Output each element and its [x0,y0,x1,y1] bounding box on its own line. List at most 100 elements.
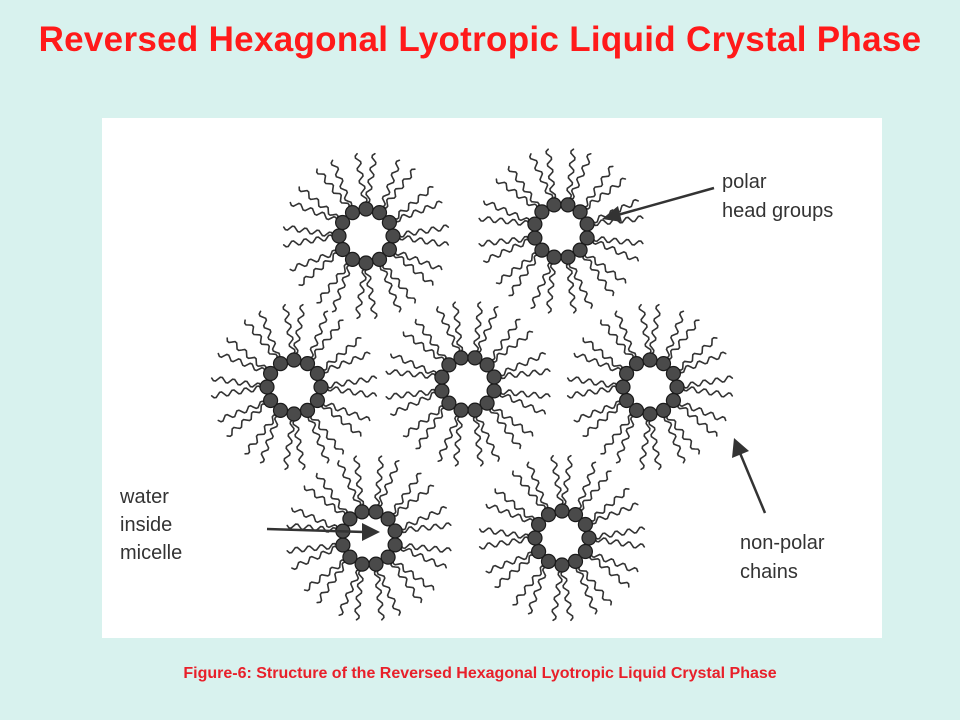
nonpolar-chain [528,153,554,201]
nonpolar-chain [394,250,443,271]
nonpolar-chain [494,554,535,589]
nonpolar-chain [664,310,685,359]
nonpolar-chain [584,177,627,210]
nonpolar-chain [415,407,447,450]
nonpolar-chain [666,414,701,455]
nonpolar-chain [308,310,329,359]
nonpolar-chain [307,415,330,464]
polar-head-group [669,379,685,395]
polar-head-arrowhead [602,206,622,222]
nonpolar-chain [566,385,618,399]
polar-head-group [434,383,450,399]
polar-head-group [642,352,658,368]
polar-head-group [581,530,597,546]
nonpolar-chain [615,415,636,464]
nonpolar-chain [485,503,534,524]
nonpolar-chain [573,352,622,373]
nonpolar-chain [382,263,417,304]
label-polar: polar [722,171,767,193]
polar-head-group [331,228,347,244]
nonpolar-chain-arrow-line [738,452,767,514]
nonpolar-chain [578,565,613,606]
nonpolar-chain [321,336,362,371]
nonpolar-chain [293,303,305,355]
nonpolar-chain [217,400,266,423]
nonpolar-chain [599,319,634,360]
micelle [478,148,644,314]
nonpolar-chain [226,337,267,371]
nonpolar-chain [478,235,530,247]
nonpolar-chain [355,268,367,320]
nonpolar-chain [582,165,614,208]
polar-head-group [272,402,289,418]
polar-head-group [342,511,358,527]
micelle [282,152,450,320]
nonpolar-chain [402,331,445,363]
nonpolar-chain [365,152,377,204]
polar-head-group [259,379,275,395]
polar-head-group [381,214,397,231]
nonpolar-chain [303,485,346,517]
nonpolar-chain [527,566,548,615]
nonpolar-chain [578,470,612,511]
nonpolar-chain [566,376,618,388]
polar-head-group [354,504,370,520]
polar-head-group [618,365,635,382]
nonpolar-chain [582,337,623,371]
nonpolar-chain [485,551,534,574]
polar-head-group [441,395,457,411]
polar-head-group [554,503,570,519]
nonpolar-chain [331,264,352,313]
nonpolar-chain [575,566,598,615]
nonpolar-chain [292,419,306,471]
polar-head-group [665,392,682,409]
polar-head-group [655,356,672,372]
polar-head-group [534,204,550,220]
micelle [385,301,551,467]
nonpolar-chain [568,261,594,309]
polar-head-group [313,379,329,395]
polar-head-group [577,543,593,560]
nonpolar-chain [390,391,438,417]
polar-head-group [527,230,543,246]
nonpolar-chain [589,554,630,588]
nonpolar-chain [402,405,445,438]
label-inside: inside [120,514,172,536]
polar-head-group [665,365,682,382]
nonpolar-chain [393,185,434,220]
nonpolar-chain [338,568,361,616]
nonpolar-chain [244,414,278,455]
nonpolar-chain [561,454,573,506]
nonpolar-chain [336,460,362,508]
polar-head-group [615,379,631,395]
nonpolar-chain [353,455,365,507]
polar-head-group [560,249,576,265]
polar-head-group [546,197,562,213]
nonpolar-chain [508,254,540,297]
nonpolar-chain [499,389,551,399]
arrow-group [266,186,767,541]
polar-head-group [531,543,547,560]
label-chains: chains [740,561,798,583]
polar-head-group [527,216,543,232]
polar-head-group [579,216,595,232]
nonpolar-chain [326,386,378,398]
polar-head-group [286,406,302,422]
nonpolar-chain [614,310,637,359]
polar-head-group [479,395,495,411]
nonpolar-chain [600,414,634,455]
nonpolar-chain [491,330,534,363]
nonpolar-chain [582,403,623,438]
polar-head-group [299,402,316,418]
polar-head-group [335,537,351,553]
nonpolar-chain [576,461,597,510]
polar-head-group [385,228,401,244]
nonpolar-chain [385,369,437,379]
nonpolar-chain [282,303,296,355]
nonpolar-chain [315,168,350,209]
nonpolar-chain [217,352,266,373]
polar-head-group [368,504,384,520]
micelle [210,303,378,471]
nonpolar-chain [584,252,627,284]
micelle-diagram: polar head groups water inside micelle n… [119,148,833,622]
